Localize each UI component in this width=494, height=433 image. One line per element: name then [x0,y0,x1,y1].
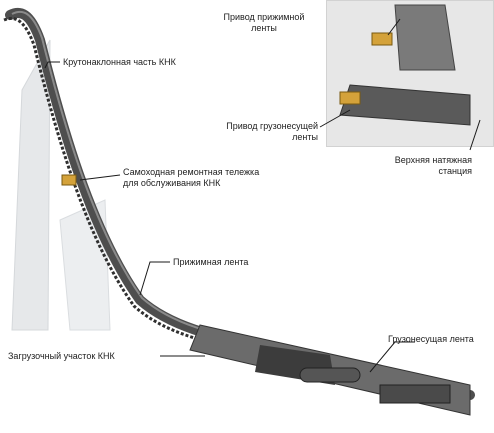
roller-icon [299,367,361,383]
end-frame [379,384,451,404]
leader-press-belt [139,261,170,296]
label-repair-cart-2: для обслуживания КНК [123,178,221,188]
label-press-belt: Прижимная лента [173,257,249,267]
carrying-belt-frame [3,16,471,404]
label-press-drive-1: Привод прижимной [223,12,305,22]
label-repair-cart-1: Самоходная ремонтная тележка [123,167,260,177]
label-carrying-belt: Грузонесущая лента [388,334,474,344]
inset-belt-top [394,4,456,71]
label-loading-section: Загрузочный участок КНК [8,351,115,361]
motor-icon [61,174,77,186]
leader-carrying [369,341,415,373]
inset-drive-upper [371,32,393,46]
leader-carry-drive [319,109,351,128]
label-press-drive-2: ленты [251,23,277,33]
label-tension-station-1: Верхняя натяжная [394,155,472,165]
label-carry-drive-2: ленты [292,132,318,142]
support-tower-right [59,199,111,331]
support-tower-left [11,39,51,331]
inset-drive-lower [339,91,361,105]
leader-lines [44,18,481,373]
leader-repair-cart [79,174,121,181]
leader-tension [469,119,481,151]
label-steep-section: Крутонаклонная часть КНК [63,57,176,67]
leader-press-drive [387,18,401,36]
label-carry-drive-1: Привод грузонесущей [226,121,318,131]
inset-frame [339,84,471,126]
label-tension-station-2: станция [438,166,472,176]
leader-steep [44,61,60,69]
